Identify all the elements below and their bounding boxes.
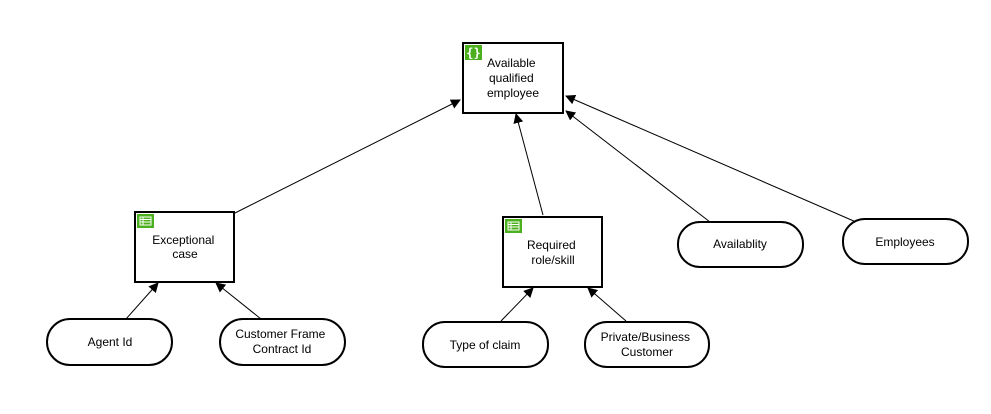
table-icon <box>505 219 522 233</box>
connector-typeofclaim-to-required <box>500 287 534 322</box>
connector-agent-to-exceptional <box>125 282 159 320</box>
connectors <box>125 95 857 322</box>
input-label: Agent Id <box>88 335 133 349</box>
decision-required-role-skill[interactable]: Required role/skill <box>502 216 603 288</box>
svg-text:{}: {} <box>466 46 480 60</box>
input-agent-id[interactable]: Agent Id <box>46 318 173 366</box>
input-employees[interactable]: Employees <box>842 218 969 265</box>
input-label: Customer Frame Contract Id <box>235 327 328 356</box>
input-label: Type of claim <box>450 338 521 352</box>
connector-customerframe-to-exceptional <box>215 282 262 320</box>
input-customer-frame-contract-id[interactable]: Customer Frame Contract Id <box>219 318 346 366</box>
input-label: Availablity <box>713 237 767 251</box>
braces-icon: {} <box>465 45 482 60</box>
connector-private-to-required <box>587 287 627 322</box>
connector-availablity-to-available <box>565 110 711 223</box>
input-type-of-claim[interactable]: Type of claim <box>422 321 549 368</box>
input-label: Private/Business Customer <box>601 330 694 359</box>
table-icon <box>137 214 154 228</box>
connector-required-to-available <box>513 113 544 216</box>
connector-exceptional-to-available <box>234 99 461 214</box>
decision-exceptional-case[interactable]: Exceptional case <box>134 211 235 283</box>
decision-available-qualified-employee[interactable]: {} Available qualified employee <box>462 42 564 114</box>
input-label: Employees <box>875 235 934 249</box>
input-private-business-customer[interactable]: Private/Business Customer <box>584 321 710 368</box>
decision-label: Available qualified employee <box>487 56 539 100</box>
connector-employees-to-available <box>565 95 857 223</box>
input-availablity[interactable]: Availablity <box>677 221 804 268</box>
decision-label: Required role/skill <box>527 238 579 267</box>
decision-label: Exceptional case <box>152 233 217 261</box>
